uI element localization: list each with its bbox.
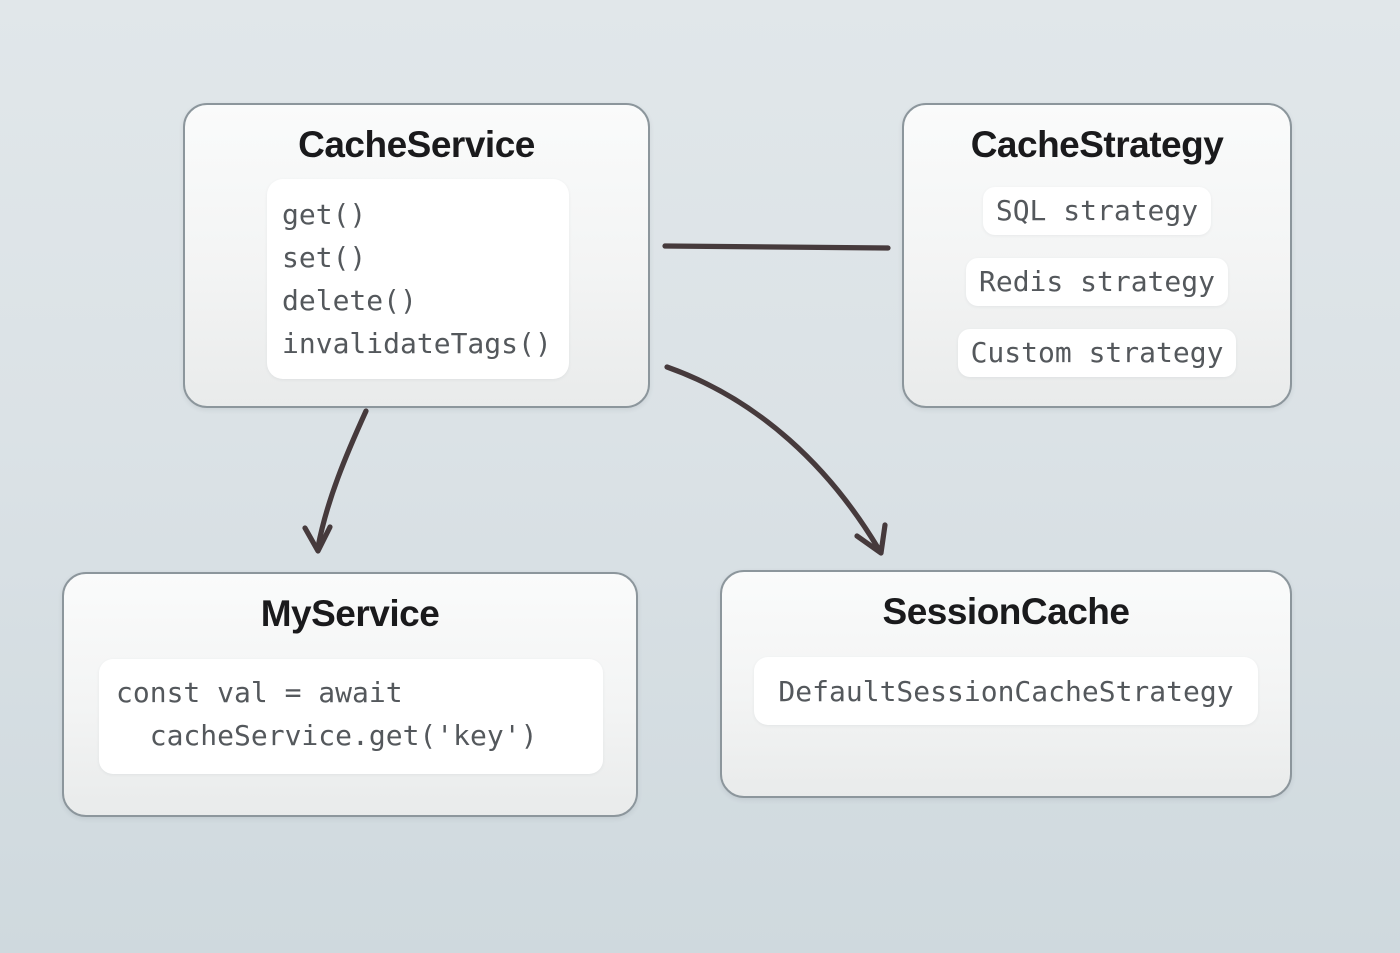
session-cache-strategy-value: DefaultSessionCacheStrategy bbox=[754, 657, 1258, 725]
node-cache-strategy-title: CacheStrategy bbox=[970, 124, 1224, 165]
cache-service-method-list: get() set() delete() invalidateTags() bbox=[267, 179, 569, 379]
strategy-pill: SQL strategy bbox=[982, 187, 1212, 235]
method-item: invalidateTags() bbox=[282, 327, 552, 360]
node-session-cache: SessionCache DefaultSessionCacheStrategy bbox=[720, 570, 1292, 798]
code-line: cacheService.get('key') bbox=[116, 719, 538, 752]
strategy-pill: Redis strategy bbox=[965, 258, 1228, 306]
node-session-cache-title: SessionCache bbox=[882, 591, 1130, 632]
node-cache-service: CacheService get() set() delete() invali… bbox=[183, 103, 650, 408]
strategy-pill: Custom strategy bbox=[957, 329, 1237, 377]
node-my-service-title: MyService bbox=[260, 593, 440, 634]
node-cache-strategy: CacheStrategy SQL strategy Redis strateg… bbox=[902, 103, 1292, 408]
method-item: set() bbox=[282, 241, 367, 274]
my-service-code-snippet: const val = await cacheService.get('key'… bbox=[99, 659, 603, 774]
method-item: delete() bbox=[282, 284, 417, 317]
edge-cacheservice-myservice-arrow bbox=[302, 408, 369, 554]
code-line: const val = await bbox=[116, 676, 403, 709]
edge-cacheservice-cachestrategy-line bbox=[662, 243, 891, 251]
node-cache-service-title: CacheService bbox=[298, 124, 535, 165]
strategy-list: SQL strategy Redis strategy Custom strat… bbox=[904, 187, 1290, 377]
edge-cacheservice-sessioncache-arrow bbox=[664, 364, 888, 556]
method-item: get() bbox=[282, 198, 367, 231]
node-my-service: MyService const val = await cacheService… bbox=[62, 572, 638, 817]
